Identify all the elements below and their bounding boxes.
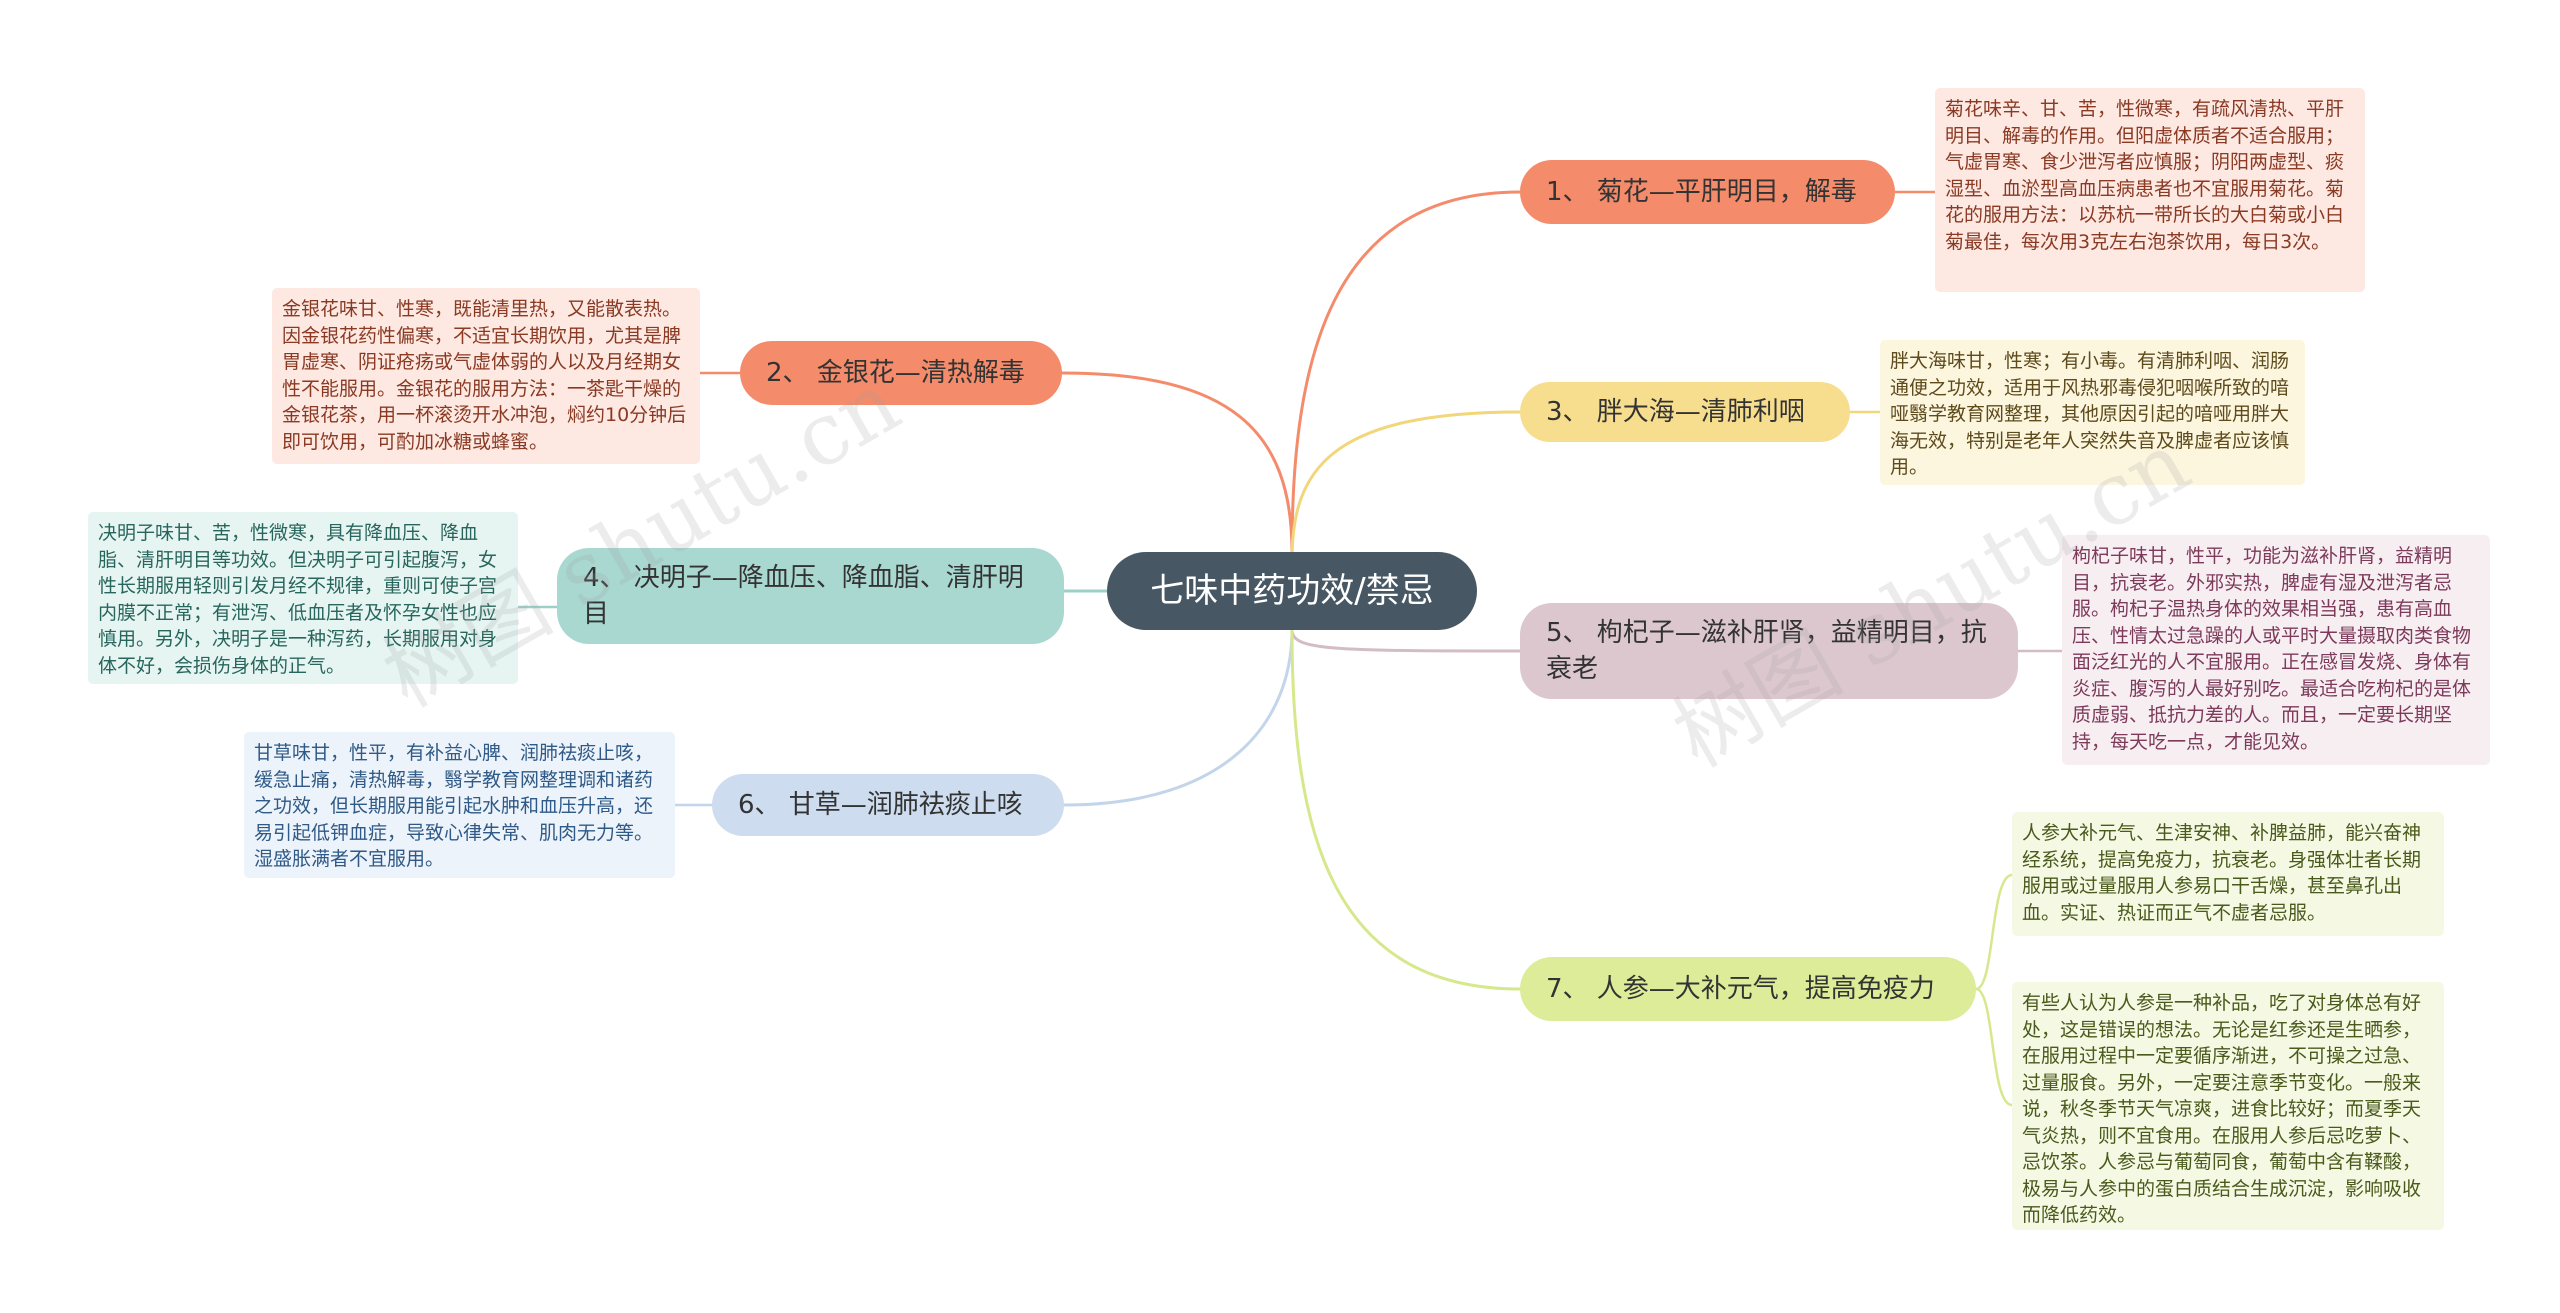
note-6-text: 甘草味甘，性平，有补益心脾、润肺祛痰止咳，缓急止痛，清热解毒，翳学教育网整理调和… — [254, 742, 654, 870]
branch-7-ginseng[interactable]: 7、 人参—大补元气，提高免疫力 — [1520, 957, 1976, 1021]
link-b7-note2 — [1975, 987, 2013, 1107]
branch-2-honeysuckle[interactable]: 2、 金银花—清热解毒 — [740, 341, 1062, 405]
branch-5-label: 5、 枸杞子—滋补肝肾，益精明目，抗衰老 — [1546, 618, 1987, 684]
branch-6-licorice[interactable]: 6、 甘草—润肺祛痰止咳 — [712, 774, 1064, 836]
branch-1-label: 1、 菊花—平肝明目，解毒 — [1546, 177, 1857, 207]
link-center-b1 — [1290, 190, 1521, 553]
note-2-text: 金银花味甘、性寒，既能清里热，又能散表热。因金银花药性偏寒，不适宜长期饮用，尤其… — [282, 298, 687, 453]
branch-5-goji[interactable]: 5、 枸杞子—滋补肝肾，益精明目，抗衰老 — [1520, 603, 2018, 699]
link-center-b7 — [1290, 629, 1521, 991]
link-center-b5 — [1290, 629, 1521, 653]
note-5-text: 枸杞子味甘，性平，功能为滋补肝肾，益精明目，抗衰老。外邪实热，脾虚有湿及泄泻者忌… — [2072, 545, 2472, 753]
note-3-text: 胖大海味甘，性寒；有小毒。有清肺利咽、润肠通便之功效，适用于风热邪毒侵犯咽喉所致… — [1890, 350, 2290, 478]
branch-3-boat-fruit[interactable]: 3、 胖大海—清肺利咽 — [1520, 382, 1850, 442]
note-6-licorice: 甘草味甘，性平，有补益心脾、润肺祛痰止咳，缓急止痛，清热解毒，翳学教育网整理调和… — [244, 732, 675, 878]
branch-4-label: 4、 决明子—降血压、降血脂、清肝明目 — [583, 563, 1024, 629]
central-topic[interactable]: 七味中药功效/禁忌 — [1107, 552, 1477, 630]
note-4-cassia-seed: 决明子味甘、苦，性微寒，具有降血压、降血脂、清肝明目等功效。但决明子可引起腹泻，… — [88, 512, 518, 684]
note-4-text: 决明子味甘、苦，性微寒，具有降血压、降血脂、清肝明目等功效。但决明子可引起腹泻，… — [98, 522, 498, 677]
branch-6-label: 6、 甘草—润肺祛痰止咳 — [738, 790, 1023, 820]
branch-1-chrysanthemum[interactable]: 1、 菊花—平肝明目，解毒 — [1520, 160, 1895, 224]
note-5-goji: 枸杞子味甘，性平，功能为滋补肝肾，益精明目，抗衰老。外邪实热，脾虚有湿及泄泻者忌… — [2062, 535, 2490, 765]
note-3-boat-fruit: 胖大海味甘，性寒；有小毒。有清肺利咽、润肠通便之功效，适用于风热邪毒侵犯咽喉所致… — [1880, 340, 2305, 485]
branch-4-cassia-seed[interactable]: 4、 决明子—降血压、降血脂、清肝明目 — [557, 548, 1064, 644]
link-center-b3 — [1290, 410, 1521, 561]
branch-7-label: 7、 人参—大补元气，提高免疫力 — [1546, 974, 1935, 1004]
link-center-b2 — [1061, 371, 1294, 553]
branch-2-label: 2、 金银花—清热解毒 — [766, 358, 1025, 388]
note-1-text: 菊花味辛、甘、苦，性微寒，有疏风清热、平肝明目、解毒的作用。但阳虚体质者不适合服… — [1945, 98, 2345, 253]
link-center-b6 — [1063, 629, 1294, 807]
note-7b-text: 有些人认为人参是一种补品，吃了对身体总有好处，这是错误的想法。无论是红参还是生晒… — [2022, 992, 2422, 1226]
link-b7-note1 — [1975, 873, 2013, 991]
note-7-ginseng-2: 有些人认为人参是一种补品，吃了对身体总有好处，这是错误的想法。无论是红参还是生晒… — [2012, 982, 2444, 1230]
branch-3-label: 3、 胖大海—清肺利咽 — [1546, 397, 1805, 427]
note-1-chrysanthemum: 菊花味辛、甘、苦，性微寒，有疏风清热、平肝明目、解毒的作用。但阳虚体质者不适合服… — [1935, 88, 2365, 292]
note-2-honeysuckle: 金银花味甘、性寒，既能清里热，又能散表热。因金银花药性偏寒，不适宜长期饮用，尤其… — [272, 288, 700, 464]
note-7-ginseng-1: 人参大补元气、生津安神、补脾益肺，能兴奋神经系统，提高免疫力，抗衰老。身强体壮者… — [2012, 812, 2444, 936]
note-7a-text: 人参大补元气、生津安神、补脾益肺，能兴奋神经系统，提高免疫力，抗衰老。身强体壮者… — [2022, 822, 2422, 924]
